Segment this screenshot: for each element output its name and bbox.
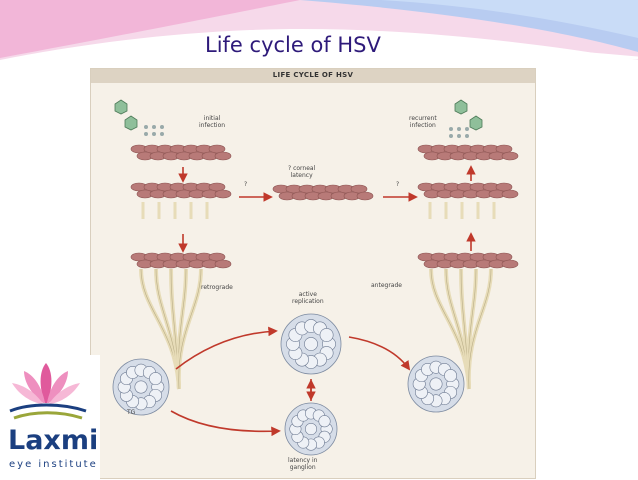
corneal-cells (356, 191, 374, 201)
logo-block (0, 355, 100, 479)
epithelium-cells (495, 144, 513, 154)
nerve-fiber (468, 268, 492, 390)
neuron-cell (444, 369, 458, 383)
virion-dot (144, 125, 148, 129)
neuron-cell (304, 337, 318, 351)
slide-title: Life cycle of HSV (205, 33, 381, 57)
virion-dot (465, 127, 469, 131)
epithelium-cells (208, 182, 226, 192)
virion-dot (465, 134, 469, 138)
curved-arrow (175, 326, 278, 370)
neuron-cell (304, 422, 318, 436)
virus-particle-icon (124, 115, 138, 131)
epithelium-cells (501, 189, 519, 199)
virus-particle-icon (469, 115, 483, 131)
label-antegrade: antegrade (371, 282, 402, 289)
epithelium-cells (208, 252, 226, 262)
epithelium-cells (495, 252, 513, 262)
curved-arrow (170, 410, 281, 437)
virion-dot (449, 127, 453, 131)
neuron-cell (149, 372, 163, 386)
figure-title: LIFE CYCLE OF HSV (272, 71, 354, 79)
virion-dot (144, 132, 148, 136)
virion-dot (457, 127, 461, 131)
corneal-cells (350, 184, 368, 194)
neuron-cell (134, 380, 148, 394)
virus-particle-icon (454, 99, 468, 115)
neuron-cell (429, 377, 443, 391)
virion-dot (449, 134, 453, 138)
virus-particle-icon (114, 99, 128, 115)
logo-tagline: eye institute (9, 459, 98, 470)
epithelium-cells (214, 189, 232, 199)
label-retrograde: retrograde (201, 284, 233, 291)
virion-dot (457, 134, 461, 138)
virion-dot (152, 132, 156, 136)
life-cycle-illustration (112, 99, 519, 456)
label-question-left: ? (244, 181, 248, 188)
slide-banner (0, 0, 638, 64)
nerve-fiber (178, 268, 202, 390)
white-strip (76, 100, 92, 328)
epithelium-cells (501, 259, 519, 269)
neuron-cell (319, 328, 334, 342)
neuron-cell (318, 415, 331, 428)
figure-header-bar (91, 69, 535, 83)
epithelium-cells (214, 259, 232, 269)
curved-arrow (348, 336, 411, 371)
lotus-icon (9, 363, 87, 420)
logo-name: Laxmi (8, 425, 99, 456)
epithelium-cells (208, 144, 226, 154)
epithelium-cells (495, 182, 513, 192)
virion-dot (160, 125, 164, 129)
label-tg: TG (127, 409, 136, 416)
virion-dot (160, 132, 164, 136)
label-question-right: ? (396, 181, 400, 188)
virion-dot (152, 125, 156, 129)
epithelium-cells (501, 151, 519, 161)
epithelium-cells (214, 151, 232, 161)
